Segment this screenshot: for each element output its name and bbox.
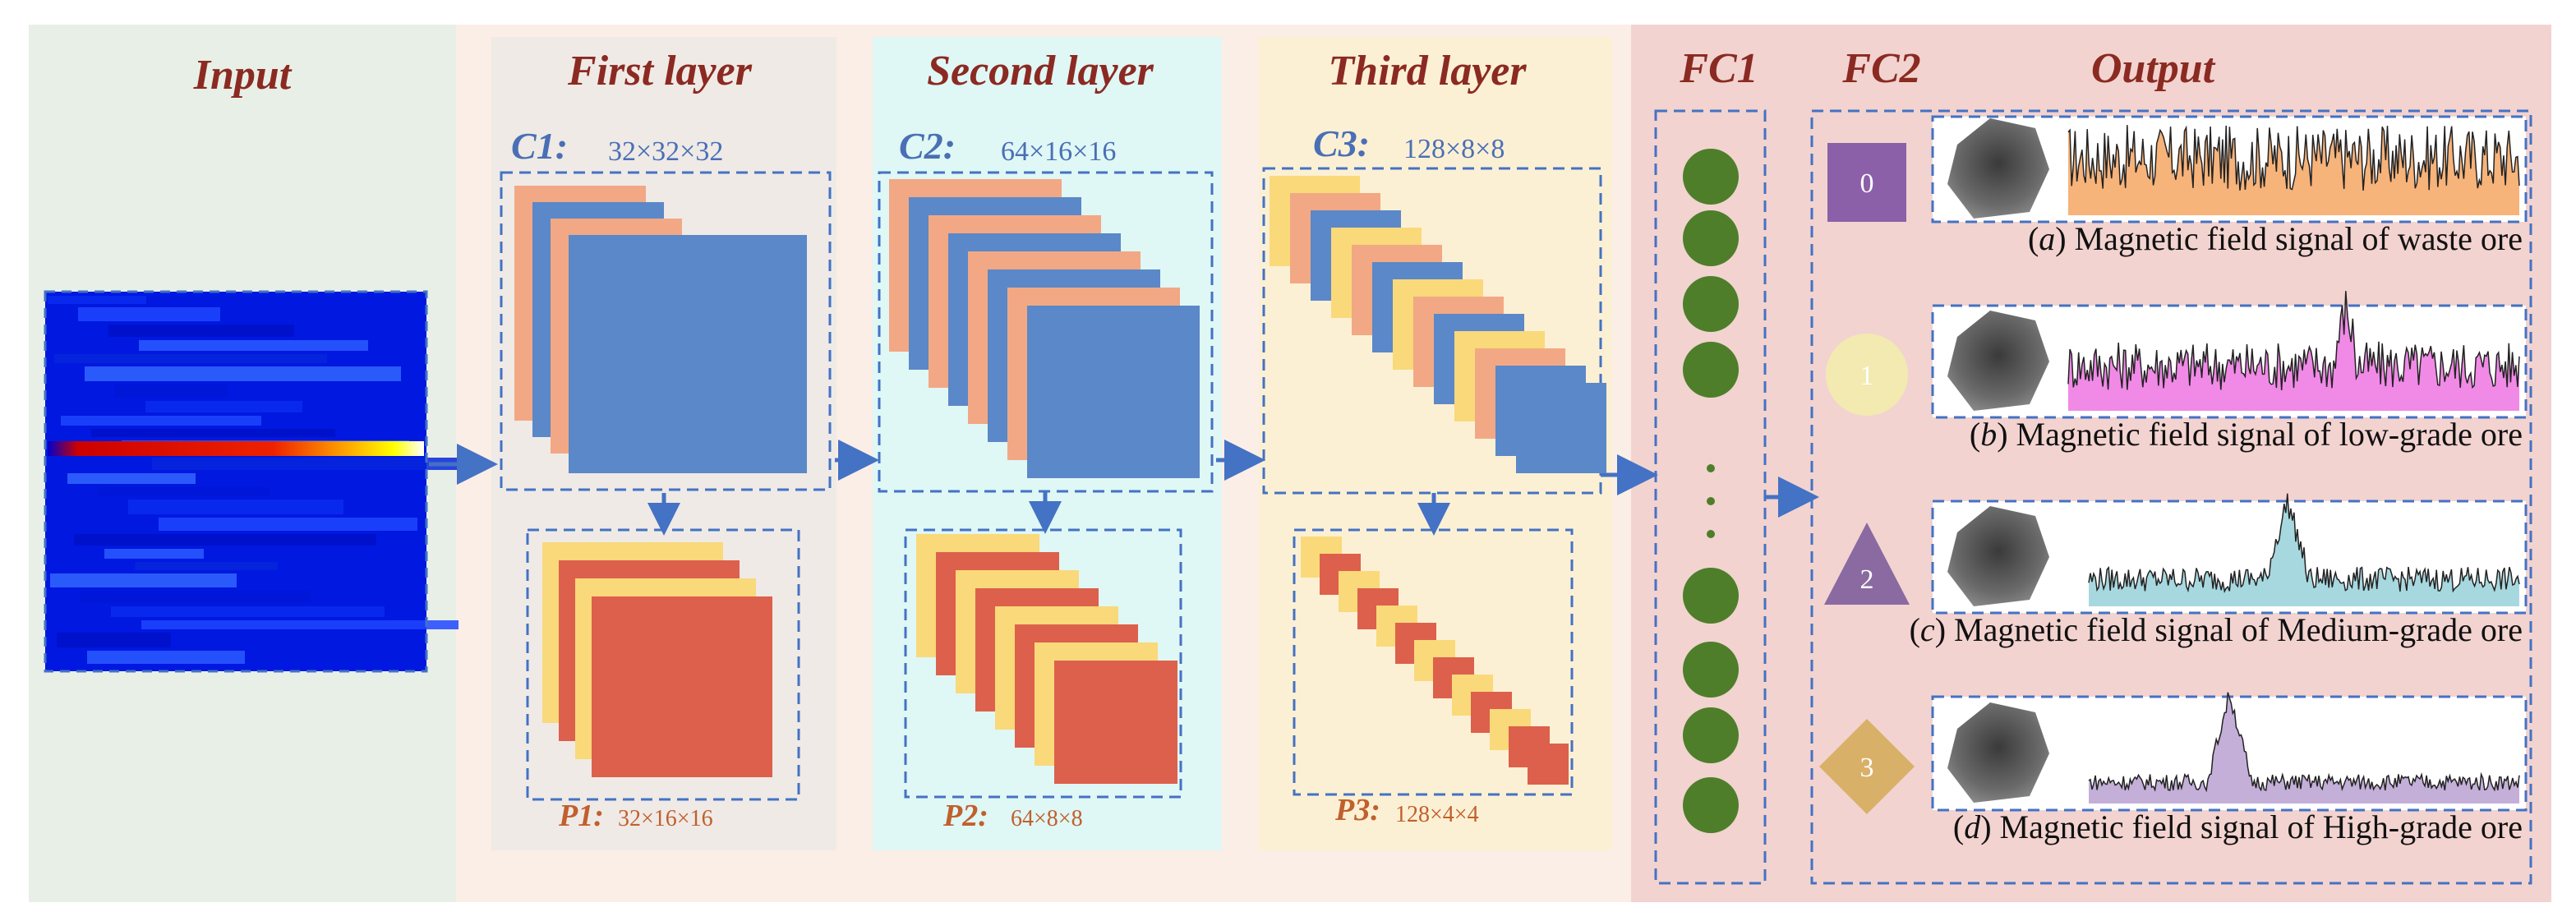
class-symbol-label: 3 xyxy=(1860,753,1874,783)
heatmap-stripe xyxy=(159,518,417,531)
second-layer-group: C2: 64×16×16 P2: 64×8×8 xyxy=(878,125,1214,833)
fc1-ellipsis-dot xyxy=(1707,497,1715,505)
heatmap-stripe xyxy=(135,562,278,570)
heatmap-stripe xyxy=(141,620,459,629)
signal-caption: (a) Magnetic field signal of waste ore xyxy=(2028,220,2523,257)
c3-label: C3: xyxy=(1313,122,1370,164)
class-circle-symbol xyxy=(1826,334,1908,416)
heatmap-stripe xyxy=(145,401,302,412)
heatmap-stripe xyxy=(81,591,311,603)
signal-trace xyxy=(2088,692,2520,793)
p1-dims: 32×16×16 xyxy=(618,806,713,831)
heatmap-stripe xyxy=(104,549,204,559)
signal-area xyxy=(2089,692,2519,804)
class-symbol-label: 0 xyxy=(1860,168,1874,199)
heatmap-stripe xyxy=(54,354,327,363)
output-class-row: 0 (a) Magnetic field signal of waste ore xyxy=(1827,115,2528,257)
fc1-node xyxy=(1683,210,1739,266)
output-area: 0 (a) Magnetic field signal of waste ore 1… xyxy=(1810,109,2532,885)
heatmap-stripe xyxy=(115,385,228,398)
p2-dims: 64×8×8 xyxy=(1011,806,1083,831)
signal-area xyxy=(2068,291,2519,411)
section-headers: Input First layer Second layer Third lay… xyxy=(193,45,2216,99)
class-symbol-label: 1 xyxy=(1860,361,1874,391)
ore-photo xyxy=(1947,702,2049,803)
signal-caption: (d) Magnetic field signal of High-grade … xyxy=(1953,808,2523,845)
input-header: Input xyxy=(193,52,293,99)
c1-label: C1: xyxy=(511,125,568,167)
output-class-row: 3 (d) Magnetic field signal of High-grade… xyxy=(1819,692,2528,845)
signal-trace xyxy=(2088,493,2520,593)
p3-label: P3: xyxy=(1334,793,1380,827)
p1-label: P1: xyxy=(558,799,604,833)
fc1-node xyxy=(1683,342,1739,398)
ore-photo xyxy=(1947,311,2049,411)
p1-feature-map xyxy=(592,596,772,777)
signal-caption: (c) Magnetic field signal of Medium-grad… xyxy=(1910,611,2523,648)
heatmap-stripe xyxy=(128,500,343,514)
fc1-node xyxy=(1683,276,1739,332)
class-symbol-label: 2 xyxy=(1860,564,1874,595)
c3-dims: 128×8×8 xyxy=(1403,134,1505,164)
p2-feature-map xyxy=(1054,661,1177,784)
heatmap-stripe xyxy=(98,487,270,496)
heatmap-stripe xyxy=(111,606,385,617)
c3-feature-map xyxy=(1516,383,1606,473)
fc1-node xyxy=(1683,568,1739,624)
fc1-ellipsis-dot xyxy=(1707,464,1715,472)
heatmap-stripe xyxy=(108,325,294,337)
signal-trace xyxy=(2067,291,2520,390)
heatmap-stripe xyxy=(87,651,245,664)
class-triangle-symbol xyxy=(1824,523,1910,605)
c1-feature-map xyxy=(569,235,807,473)
heatmap-stripe xyxy=(74,534,376,546)
fc1-column xyxy=(1654,109,1767,885)
signal-caption: (b) Magnetic field signal of low-grade o… xyxy=(1970,416,2523,453)
second-layer-header: Second layer xyxy=(927,48,1154,94)
fc2-header: FC2 xyxy=(1841,45,1920,92)
flow-arrows xyxy=(429,440,1819,536)
first-layer-header: First layer xyxy=(567,48,753,94)
heatmap-stripe xyxy=(57,633,171,647)
heatmap-stripe xyxy=(67,473,196,484)
fc1-node xyxy=(1683,149,1739,205)
ore-photo xyxy=(1947,118,2049,219)
heatmap-stripe xyxy=(61,416,261,426)
heatmap-stripe xyxy=(139,340,368,351)
fc1-ellipsis-dot xyxy=(1707,530,1715,538)
heatmap-stripe xyxy=(78,307,220,321)
p3-dims: 128×4×4 xyxy=(1395,802,1479,827)
output-header: Output xyxy=(2091,45,2216,92)
heatmap-stripe xyxy=(48,296,146,304)
output-class-row: 1 (b) Magnetic field signal of low-grade … xyxy=(1826,291,2528,453)
fc1-node xyxy=(1683,642,1739,698)
class-diamond-symbol xyxy=(1819,719,1915,814)
third-layer-header: Third layer xyxy=(1328,48,1527,94)
c2-feature-map xyxy=(1027,306,1200,478)
heatmap-stripe xyxy=(152,458,483,470)
output-class-row: 2 (c) Magnetic field signal of Medium-gra… xyxy=(1824,493,2528,648)
first-layer-group: C1: 32×32×32 P1: 32×16×16 xyxy=(500,125,832,833)
third-layer-group: C3: 128×8×8 P3: 128×4×4 xyxy=(1262,122,1606,827)
heatmap-stripe xyxy=(91,429,335,437)
signal-trace xyxy=(2067,125,2520,191)
fc1-node xyxy=(1683,777,1739,833)
c2-dims: 64×16×16 xyxy=(1001,136,1116,167)
p2-label: P2: xyxy=(942,799,988,833)
fc1-header: FC1 xyxy=(1679,45,1758,92)
class-square-symbol xyxy=(1827,143,1906,222)
ore-photo xyxy=(1947,506,2049,606)
p3-feature-map xyxy=(1528,744,1569,785)
fc1-node xyxy=(1683,707,1739,763)
heatmap-stripe xyxy=(50,573,237,587)
input-heatmap xyxy=(44,290,483,673)
heatmap-stripe xyxy=(85,366,401,381)
c1-dims: 32×32×32 xyxy=(608,136,723,167)
c2-label: C2: xyxy=(899,125,956,167)
